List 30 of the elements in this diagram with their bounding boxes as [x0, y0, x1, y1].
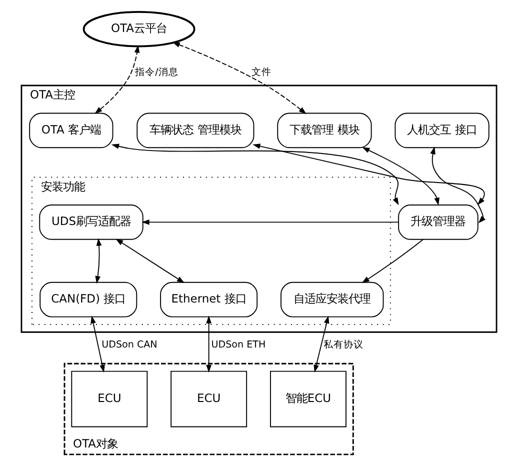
node-box: ECU — [70, 370, 148, 428]
node-box: UDS刷写适配器 — [38, 204, 143, 240]
node-box: CAN(FD) 接口 — [39, 282, 137, 318]
arrow — [206, 316, 211, 373]
arrow — [252, 144, 484, 206]
node-box: 人机交互 接口 — [394, 112, 489, 148]
node-box: Ethernet 接口 — [160, 282, 258, 318]
arrow — [110, 144, 398, 206]
arrow — [141, 220, 398, 225]
node-box: 下载管理 模块 — [276, 112, 372, 148]
arrow — [94, 238, 102, 284]
edge-label: UDSon ETH — [210, 339, 266, 350]
node-box: 升级管理器 — [398, 204, 478, 240]
edge-label: 文件 — [250, 66, 271, 78]
arrow — [90, 316, 104, 373]
edge-label: 指令/消息 — [134, 66, 178, 78]
arrow — [94, 45, 140, 114]
node-box: 车辆状态 管理模块 — [136, 112, 254, 148]
arrow — [172, 42, 306, 114]
node-box: 自适应安装代理 — [280, 282, 384, 318]
edge-label: 私有协议 — [323, 339, 364, 350]
node-box: 智能ECU — [270, 370, 346, 428]
arrow — [362, 147, 439, 206]
arrow — [115, 238, 184, 284]
node-box: ECU — [170, 370, 247, 428]
edge-label: UDSon CAN — [101, 339, 157, 350]
node-box: OTA 客户端 — [28, 112, 113, 148]
arrow — [313, 316, 329, 373]
arrow — [361, 239, 424, 284]
arrow — [430, 146, 486, 224]
